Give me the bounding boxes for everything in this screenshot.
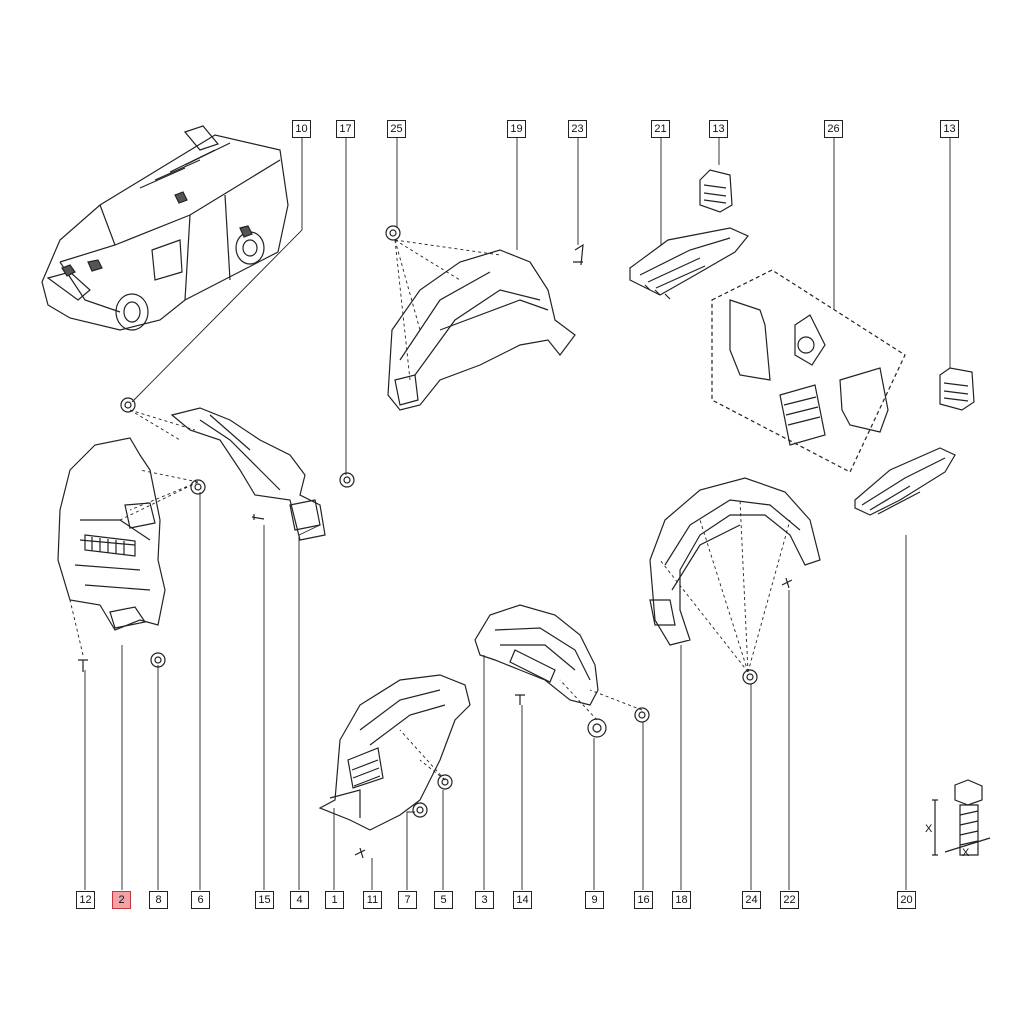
wheel-arch-liner-icon: [57, 437, 166, 631]
callout-bottom-17: 22: [780, 891, 799, 909]
assembly-lines: [69, 239, 791, 781]
dimension-label-vertical: X: [925, 823, 933, 835]
callout-bottom-10: 5: [434, 891, 453, 909]
callout-bottom-14: 16: [634, 891, 653, 909]
callout-bottom-8: 11: [363, 891, 382, 909]
bolt-icon: [932, 779, 991, 856]
callout-top-5: 23: [568, 120, 587, 138]
callout-top-9: 13: [940, 120, 959, 138]
callout-bottom-15: 18: [672, 891, 691, 909]
wheel-arch-liner-icon: [474, 604, 599, 706]
wheel-arch-liner-icon: [649, 477, 821, 646]
mudflap-kit-icon: [711, 269, 906, 473]
callout-top-4: 19: [507, 120, 526, 138]
wheel-arch-liner-icon: [387, 249, 576, 411]
callout-bottom-5: 15: [255, 891, 274, 909]
callout-bottom-9: 7: [398, 891, 417, 909]
callout-bottom-11: 3: [475, 891, 494, 909]
callout-top-3: 25: [387, 120, 406, 138]
callout-bottom-2-highlighted: 2: [112, 891, 131, 909]
callout-bottom-12: 14: [513, 891, 532, 909]
leader-lines-top: [131, 138, 951, 475]
dimension-label-horizontal: X: [962, 847, 970, 859]
clip-icon: [939, 367, 975, 411]
callout-bottom-18: 20: [897, 891, 916, 909]
callout-top-6: 21: [651, 120, 670, 138]
callout-bottom-1: 12: [76, 891, 95, 909]
van-icon: [41, 125, 289, 331]
wheel-arch-liner-icon: [170, 407, 326, 541]
callout-top-8: 26: [824, 120, 843, 138]
callout-top-7: 13: [709, 120, 728, 138]
callout-bottom-16: 24: [742, 891, 761, 909]
callout-bottom-13: 9: [585, 891, 604, 909]
callout-top-1: 10: [292, 120, 311, 138]
bracket-icon: [854, 447, 956, 516]
wheel-arch-liner-icon: [318, 674, 471, 831]
clip-icon: [699, 169, 733, 213]
callout-bottom-6: 4: [290, 891, 309, 909]
callout-top-2: 17: [336, 120, 355, 138]
callout-bottom-3: 8: [149, 891, 168, 909]
screw-icon: [78, 225, 793, 859]
callout-bottom-4: 6: [191, 891, 210, 909]
bracket-icon: [629, 227, 749, 300]
leader-lines-bottom: [84, 492, 907, 890]
callout-bottom-7: 1: [325, 891, 344, 909]
